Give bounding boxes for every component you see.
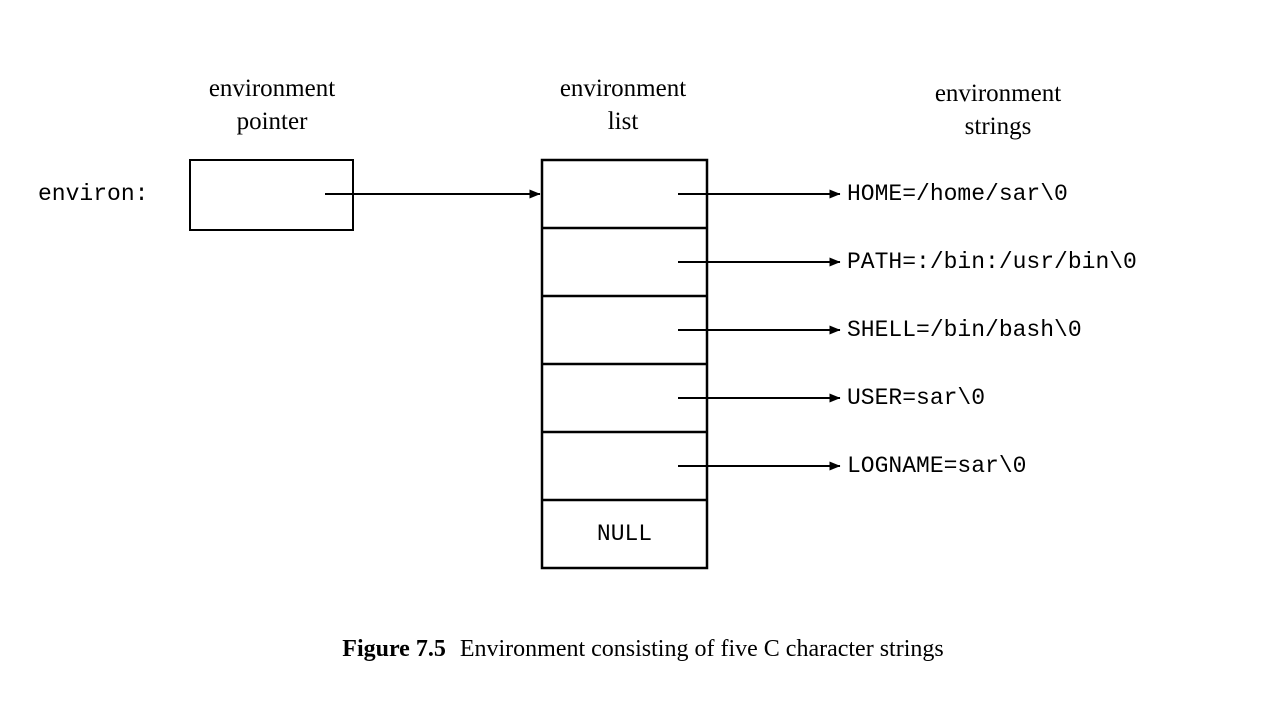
column-label-environment-strings: environment strings bbox=[934, 80, 1062, 140]
column-label-environment-list: environment list bbox=[559, 75, 687, 135]
figure-caption-text: Environment consisting of five C charact… bbox=[459, 636, 944, 662]
column-label-environment-pointer: environment pointer bbox=[208, 75, 336, 135]
list-null-cell-label: NULL bbox=[596, 521, 653, 547]
figure-caption: Figure 7.5 Environment consisting of five… bbox=[0, 636, 1286, 663]
env-string-user: USER=sar\0 bbox=[847, 385, 986, 411]
env-string-home: HOME=/home/sar\0 bbox=[847, 181, 1068, 207]
env-string-path: PATH=:/bin:/usr/bin\0 bbox=[847, 249, 1137, 275]
env-string-shell: SHELL=/bin/bash\0 bbox=[847, 317, 1082, 343]
env-string-logname: LOGNAME=sar\0 bbox=[847, 453, 1027, 479]
figure-caption-number: Figure 7.5 bbox=[342, 636, 446, 662]
environ-variable-label: environ: bbox=[38, 181, 149, 207]
